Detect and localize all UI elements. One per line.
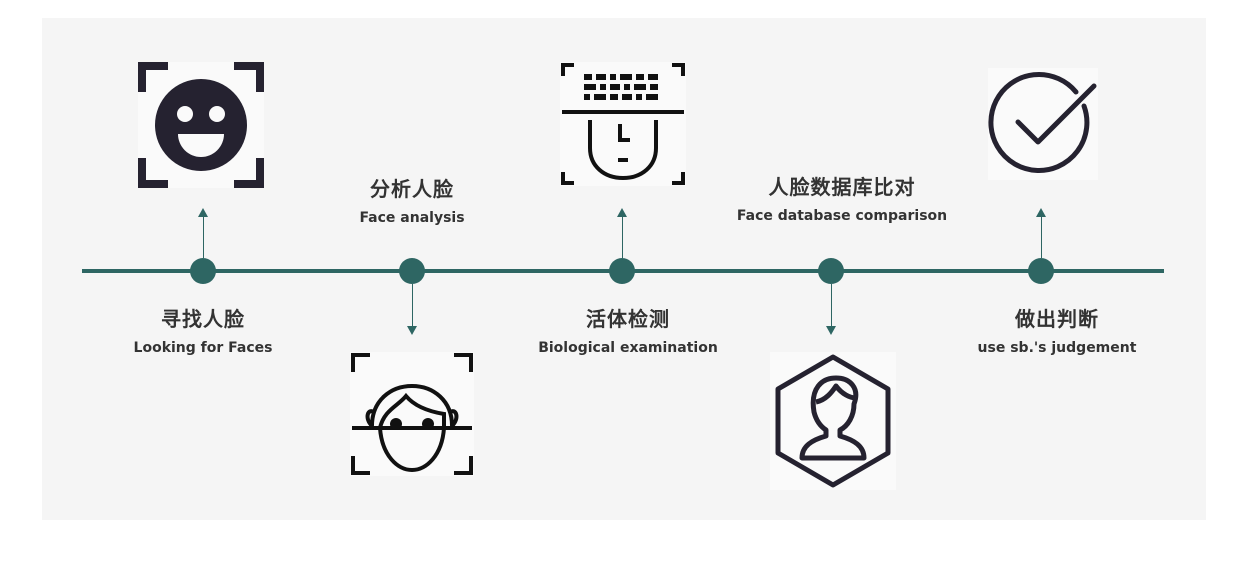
arrow-down-icon — [407, 326, 417, 335]
timeline-node-1 — [190, 258, 216, 284]
face-barcode-scan-icon — [560, 62, 686, 186]
timeline-node-2 — [399, 258, 425, 284]
step-title-cn: 分析人脸 — [370, 177, 454, 201]
timeline-node-4 — [818, 258, 844, 284]
timeline-node-5 — [1028, 258, 1054, 284]
step-label-2: 分析人脸 Face analysis — [282, 176, 542, 228]
step-title-en: use sb.'s judgement — [977, 340, 1137, 356]
arrow-up-icon — [1036, 208, 1046, 217]
step-title-cn: 做出判断 — [1015, 307, 1099, 331]
face-scan-icon — [350, 352, 474, 476]
step-title-cn: 活体检测 — [586, 307, 670, 331]
step-label-1: 寻找人脸 Looking for Faces — [73, 306, 333, 358]
step-title-en: Looking for Faces — [133, 340, 273, 356]
timeline-node-3 — [609, 258, 635, 284]
smiley-face-scan-icon — [138, 62, 264, 188]
step-title-en: Face analysis — [359, 210, 465, 226]
step-title-en: Face database comparison — [736, 208, 948, 224]
arrow-up-icon — [617, 208, 627, 217]
connector-1 — [203, 216, 204, 258]
checkmark-circle-icon — [988, 68, 1098, 180]
connector-2 — [412, 284, 413, 326]
step-title-cn: 人脸数据库比对 — [768, 175, 916, 199]
step-label-5: 做出判断 use sb.'s judgement — [927, 306, 1187, 358]
arrow-down-icon — [826, 326, 836, 335]
user-hexagon-icon — [770, 352, 896, 490]
step-label-3: 活体检测 Biological examination — [498, 306, 758, 358]
arrow-up-icon — [198, 208, 208, 217]
connector-5 — [1041, 216, 1042, 258]
step-title-cn: 寻找人脸 — [161, 307, 245, 331]
step-title-en: Biological examination — [538, 340, 718, 356]
step-label-4: 人脸数据库比对 Face database comparison — [712, 174, 972, 226]
connector-4 — [831, 284, 832, 326]
connector-3 — [622, 216, 623, 258]
